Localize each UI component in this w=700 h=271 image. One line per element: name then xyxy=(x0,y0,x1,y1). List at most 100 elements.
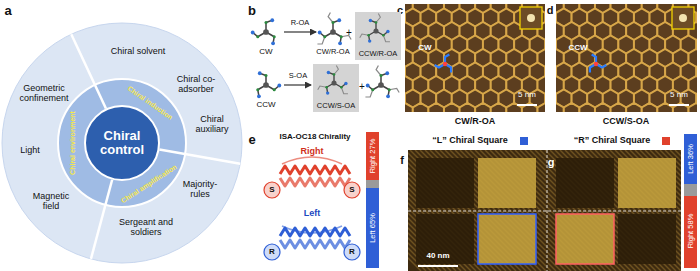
panel-letter: f xyxy=(400,154,404,166)
co-adsorber-chain xyxy=(389,88,399,92)
reaction-arrow xyxy=(284,84,311,85)
image-caption: CW/R-OA xyxy=(455,117,496,127)
title-swatch xyxy=(662,137,670,145)
honeycomb-cell xyxy=(405,103,413,112)
ratio-label: Left 36% xyxy=(686,144,694,174)
rotation-arrow xyxy=(282,157,342,164)
panel-title: ISA-OC18 Chirality xyxy=(279,133,350,142)
scale-label: 5 nm xyxy=(518,91,536,100)
chiral-square xyxy=(478,158,536,208)
co-adsorber-chain xyxy=(376,66,381,76)
molecule-core xyxy=(378,82,384,88)
atom xyxy=(340,35,343,38)
stm-background xyxy=(405,4,545,112)
method-label: Chiral solvent xyxy=(111,47,166,57)
honeycomb-cell xyxy=(564,103,580,112)
atom xyxy=(388,88,391,91)
chiral-center-label: R xyxy=(269,248,275,257)
sector-divider xyxy=(71,34,106,108)
method-label: Magnetic field xyxy=(28,192,74,212)
box-shape xyxy=(313,64,359,112)
atom xyxy=(375,21,378,24)
highlight-box: CCW/S-OA xyxy=(313,64,359,112)
panel-letter: g xyxy=(548,156,555,168)
atom xyxy=(256,35,259,38)
panel-letter: a xyxy=(4,4,11,18)
atom xyxy=(386,94,390,98)
atom xyxy=(258,71,262,75)
chiral-center xyxy=(264,244,280,260)
stm-image xyxy=(408,150,681,271)
atom xyxy=(257,94,261,98)
chiral-center xyxy=(264,182,280,198)
lamella-stripe xyxy=(680,150,681,271)
honeycomb-cell xyxy=(538,103,545,112)
method-label: Light xyxy=(20,146,40,156)
atom xyxy=(271,41,275,45)
inset-molecule xyxy=(679,14,687,22)
atom xyxy=(382,34,385,37)
honeycomb-cell xyxy=(475,103,491,112)
scale-label: 5 nm xyxy=(670,91,688,100)
sector-divider xyxy=(159,150,240,164)
co-adsorber-chain xyxy=(365,90,372,97)
atom xyxy=(333,73,336,76)
plus-sign: + xyxy=(346,27,352,38)
node-text: CCW/S-OA xyxy=(313,102,359,110)
panel-title: “R” Chiral Square xyxy=(574,136,651,146)
chirality-label: Right xyxy=(301,147,324,157)
honeycomb-cell xyxy=(611,103,627,112)
crosshair xyxy=(547,150,548,271)
chiral-center-label: R xyxy=(349,248,355,257)
atom xyxy=(251,31,255,35)
reagent-label: S-OA xyxy=(289,72,307,80)
molecule-label: CW xyxy=(259,48,272,57)
scale-bar xyxy=(517,104,537,106)
molecule-core xyxy=(331,80,336,85)
honeycomb-cell xyxy=(689,103,697,112)
image-label: CW xyxy=(418,44,431,53)
image-caption: CCW/S-OA xyxy=(603,117,650,127)
molecule xyxy=(317,13,351,46)
honeycomb-cell xyxy=(491,103,507,112)
atom xyxy=(256,88,259,91)
molecule xyxy=(365,66,399,99)
method-label: Chiral auxiliary xyxy=(189,115,235,135)
molecule xyxy=(256,71,281,98)
circle-shape xyxy=(85,106,159,180)
reaction-arrow xyxy=(284,31,316,32)
chiral-square xyxy=(478,214,536,264)
alkyl-chain xyxy=(280,166,350,174)
honeycomb-cell xyxy=(556,103,564,112)
molecule-marker-core xyxy=(594,62,598,66)
atom xyxy=(385,71,389,75)
method-label: Geometric confinement xyxy=(15,84,73,104)
co-adsorber-chain xyxy=(317,37,324,44)
honeycomb-cell xyxy=(642,103,658,112)
panel-letter: b xyxy=(248,4,256,18)
middle-ring xyxy=(58,79,186,207)
atom xyxy=(338,41,342,45)
atom xyxy=(337,18,341,22)
atom xyxy=(270,18,274,22)
reagent-label: R-OA xyxy=(291,19,310,27)
rotation-arrow xyxy=(282,226,342,233)
stm-image xyxy=(556,4,697,112)
atom xyxy=(318,31,322,35)
molecule-core xyxy=(373,28,378,33)
ring-label: Chiral environment xyxy=(69,111,77,175)
chiral-wheel xyxy=(2,23,242,263)
atom xyxy=(326,91,329,94)
chiral-square xyxy=(556,158,614,208)
chirality-label: Left xyxy=(304,209,321,219)
scale-label: 40 nm xyxy=(426,252,449,261)
highlight-square xyxy=(478,214,536,264)
chiral-center xyxy=(344,244,360,260)
ratio-bar xyxy=(684,134,697,184)
honeycomb-cell xyxy=(428,103,444,112)
inset-frame xyxy=(520,7,542,29)
molecule xyxy=(318,66,348,95)
crosshair xyxy=(408,211,681,212)
chiral-center-label: S xyxy=(269,186,274,195)
